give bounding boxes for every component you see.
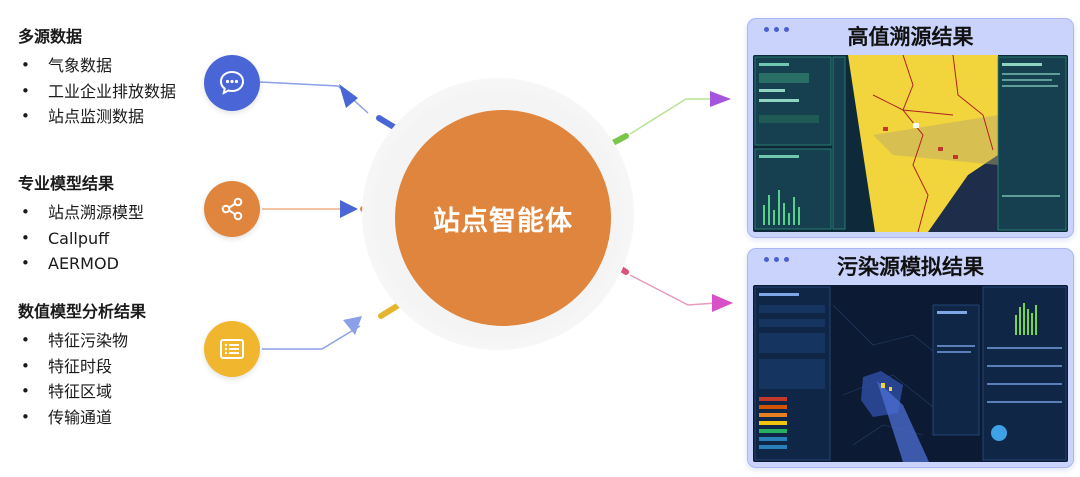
group-title: 专业模型结果	[18, 174, 115, 193]
list-item: AERMOD	[18, 251, 144, 277]
arrowhead-numeric	[343, 316, 362, 335]
chat-icon	[204, 55, 260, 111]
share-icon	[204, 181, 260, 237]
list-item: 站点监测数据	[18, 104, 176, 130]
arrowhead-simulation	[712, 294, 733, 312]
group-model-results: 专业模型结果 站点溯源模型 Callpuff AERMOD	[18, 170, 144, 277]
list-item: 工业企业排放数据	[18, 79, 176, 105]
panel-title: 污染源模拟结果	[837, 255, 984, 279]
window-dots	[764, 257, 789, 262]
window-dots	[764, 27, 789, 32]
arrowhead-multisource	[339, 84, 358, 108]
hub-node: 站点智能体	[395, 110, 611, 326]
connector-multisource	[259, 81, 369, 114]
group-multisource-data: 多源数据 气象数据 工业企业排放数据 站点监测数据	[18, 23, 176, 130]
group-title: 数值模型分析结果	[18, 302, 147, 321]
arrowhead-models	[340, 200, 358, 218]
list-icon	[204, 321, 260, 377]
trace-dashboard-thumbnail	[753, 55, 1068, 232]
list-item: 站点溯源模型	[18, 200, 144, 226]
panel-title: 高值溯源结果	[847, 25, 974, 49]
hub-label: 站点智能体	[433, 205, 573, 237]
list-item: Callpuff	[18, 226, 144, 252]
simulation-dashboard-thumbnail	[753, 285, 1068, 462]
list-item: 特征区域	[18, 379, 146, 405]
connector-simulation	[629, 274, 717, 306]
arrowhead-trace	[710, 91, 731, 107]
list-item: 特征污染物	[18, 328, 146, 354]
list-item: 特征时段	[18, 354, 146, 380]
connector-numeric	[262, 325, 361, 350]
list-item: 气象数据	[18, 53, 176, 79]
group-list: 特征污染物 特征时段 特征区域 传输通道	[18, 328, 146, 430]
group-list: 气象数据 工业企业排放数据 站点监测数据	[18, 53, 176, 130]
result-panel-simulation: 污染源模拟结果	[747, 248, 1074, 468]
result-panel-trace: 高值溯源结果	[747, 18, 1074, 238]
group-list: 站点溯源模型 Callpuff AERMOD	[18, 200, 144, 277]
group-title: 多源数据	[18, 27, 83, 46]
group-numeric-results: 数值模型分析结果 特征污染物 特征时段 特征区域 传输通道	[18, 298, 146, 430]
connector-trace	[629, 98, 716, 135]
list-item: 传输通道	[18, 405, 146, 431]
